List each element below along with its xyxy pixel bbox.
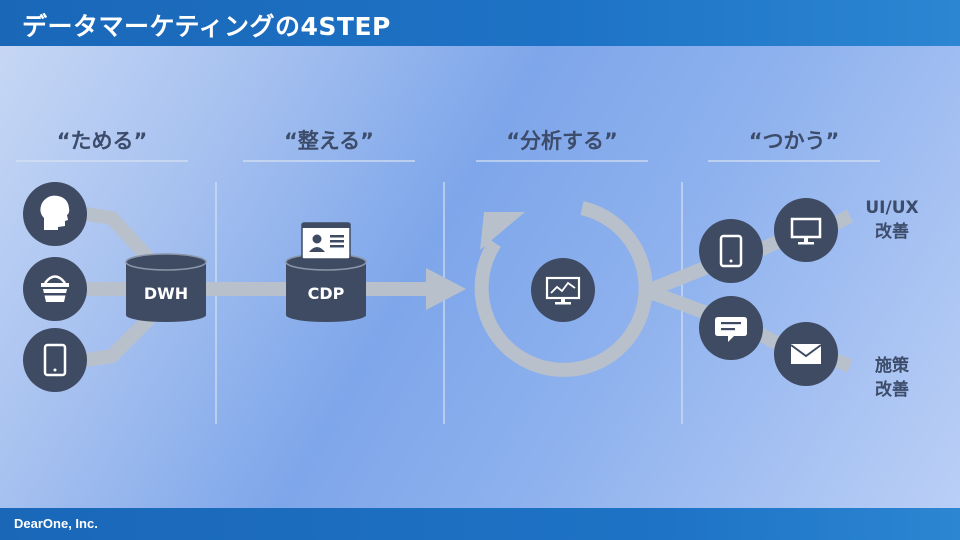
uiux-label-line2: 改善 [875, 222, 909, 242]
company-name: DearOne, Inc. [14, 516, 98, 531]
stage-title-store: “ためる” [56, 129, 148, 153]
stage-title-analyze: “分析する” [506, 129, 618, 153]
dwh-label: DWH [143, 284, 189, 303]
measure-label-line2: 改善 [875, 380, 909, 400]
stage-title-organize: “整える” [284, 129, 374, 153]
cdp-label: CDP [307, 284, 345, 303]
dwh-cylinder [125, 253, 207, 322]
measure-label-line1: 施策 [875, 356, 909, 376]
shopping-basket-icon [23, 257, 87, 321]
stage-title-use: “つかう” [748, 129, 840, 153]
analysis-cycle-arrow [474, 201, 653, 377]
tablet-icon [699, 219, 763, 283]
footer-bar: DearOne, Inc. [0, 508, 960, 540]
id-card-icon [301, 222, 351, 260]
chat-bubble-icon [699, 296, 763, 360]
analytics-monitor-icon [531, 258, 595, 322]
mail-icon [774, 322, 838, 386]
page-title: データマーケティングの4STEP [22, 12, 391, 41]
tablet-icon [23, 328, 87, 392]
desktop-monitor-icon [774, 198, 838, 262]
head-profile-icon [23, 182, 87, 246]
uiux-label-line1: UI/UX [865, 198, 919, 218]
header-bar: データマーケティングの4STEP [0, 0, 960, 46]
